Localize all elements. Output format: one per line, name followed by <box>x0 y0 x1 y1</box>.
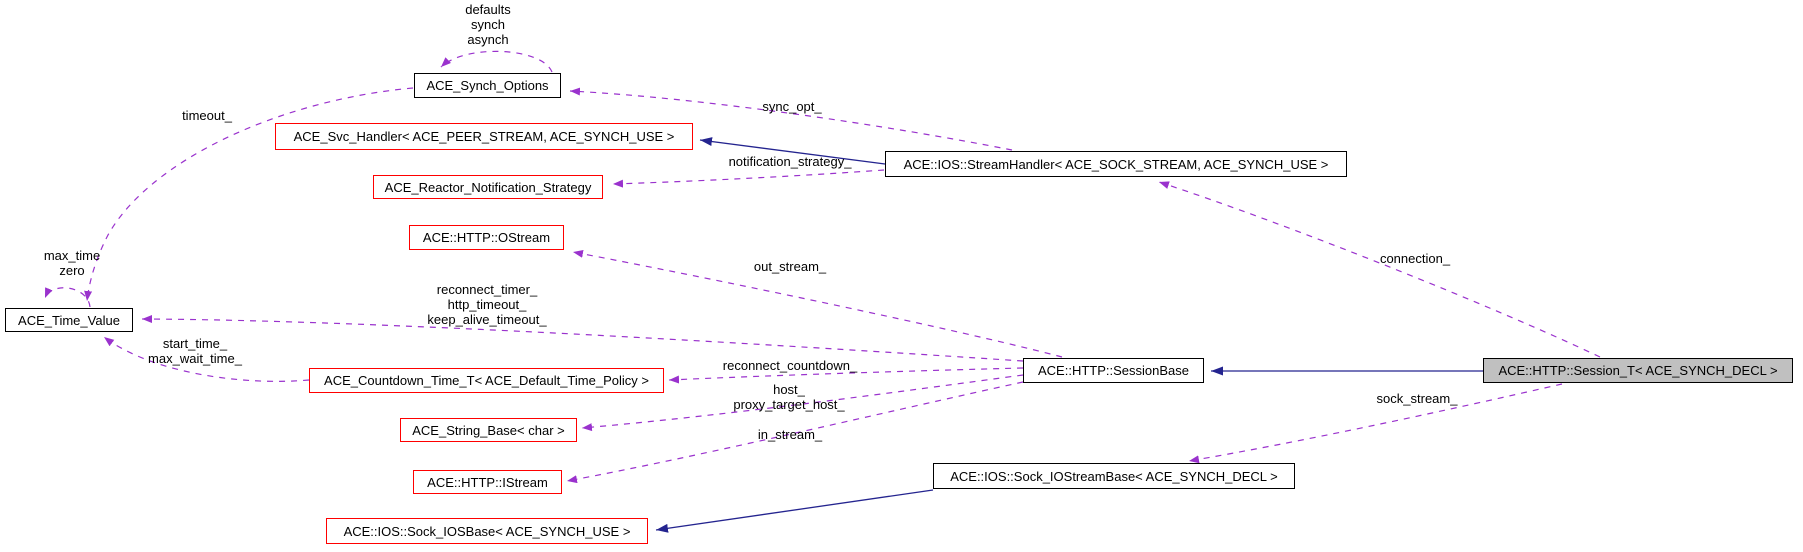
edge-label-timeout: timeout_ <box>182 108 232 123</box>
node-ace-string-base[interactable]: ACE_String_Base< char > <box>400 418 577 442</box>
edge-notification-strategy <box>612 169 885 188</box>
node-ace-ios-sock-iosbase[interactable]: ACE::IOS::Sock_IOSBase< ACE_SYNCH_USE > <box>326 518 648 544</box>
edge-label-sock-stream: sock_stream_ <box>1376 391 1458 406</box>
node-ace-ios-sock-iostreambase[interactable]: ACE::IOS::Sock_IOStreamBase< ACE_SYNCH_D… <box>933 463 1295 489</box>
edge-time-value-self <box>44 287 91 308</box>
edge-start-time <box>103 336 310 382</box>
node-ace-http-ostream[interactable]: ACE::HTTP::OStream <box>409 225 564 250</box>
edge-label-start-time: start_time_ max_wait_time_ <box>148 336 242 366</box>
node-ace-ios-streamhandler[interactable]: ACE::IOS::StreamHandler< ACE_SOCK_STREAM… <box>885 151 1347 177</box>
edge-label-reconnect-timers: reconnect_timer_ http_timeout_ keep_aliv… <box>427 282 547 327</box>
edge-inherit-sockiostreambase-sockiosbase <box>655 489 934 533</box>
edge-label-max-time-zero: max_time zero <box>43 248 101 278</box>
node-ace-synch-options[interactable]: ACE_Synch_Options <box>414 73 561 98</box>
edge-inherit-streamhandler-svchandler <box>699 137 886 165</box>
node-ace-http-istream[interactable]: ACE::HTTP::IStream <box>413 470 562 494</box>
node-ace-svc-handler[interactable]: ACE_Svc_Handler< ACE_PEER_STREAM, ACE_SY… <box>275 123 693 150</box>
edge-connection <box>1158 181 1601 358</box>
edge-label-in-stream: in_stream_ <box>757 427 823 442</box>
edge-host <box>581 374 1024 432</box>
edge-reconnect-timers <box>141 315 1024 362</box>
node-ace-http-sessionbase[interactable]: ACE::HTTP::SessionBase <box>1023 358 1204 383</box>
edge-out-stream <box>572 249 1063 358</box>
edge-label-defaults-synch-asynch: defaults synch asynch <box>465 2 511 47</box>
edge-label-notification-strategy: notification_strategy_ <box>728 154 852 169</box>
node-ace-time-value[interactable]: ACE_Time_Value <box>5 308 133 332</box>
node-ace-reactor-notification-strategy[interactable]: ACE_Reactor_Notification_Strategy <box>373 175 603 199</box>
edge-sock-stream <box>1188 383 1563 464</box>
edge-synch-options-self <box>440 50 553 73</box>
node-ace-http-session-t: ACE::HTTP::Session_T< ACE_SYNCH_DECL > <box>1483 358 1793 383</box>
edge-timeout <box>84 87 414 302</box>
edge-label-connection: connection_ <box>1379 251 1451 266</box>
node-ace-countdown-time-t[interactable]: ACE_Countdown_Time_T< ACE_Default_Time_P… <box>309 368 664 393</box>
edge-label-out-stream: out_stream_ <box>753 259 827 274</box>
edge-label-reconnect-countdown: reconnect_countdown_ <box>722 358 858 373</box>
edge-label-host: host_ proxy_target_host_ <box>733 382 845 412</box>
edge-sync-opt <box>569 87 1013 151</box>
edge-in-stream <box>566 381 1024 484</box>
edge-label-sync-opt: sync_opt_ <box>762 99 822 114</box>
